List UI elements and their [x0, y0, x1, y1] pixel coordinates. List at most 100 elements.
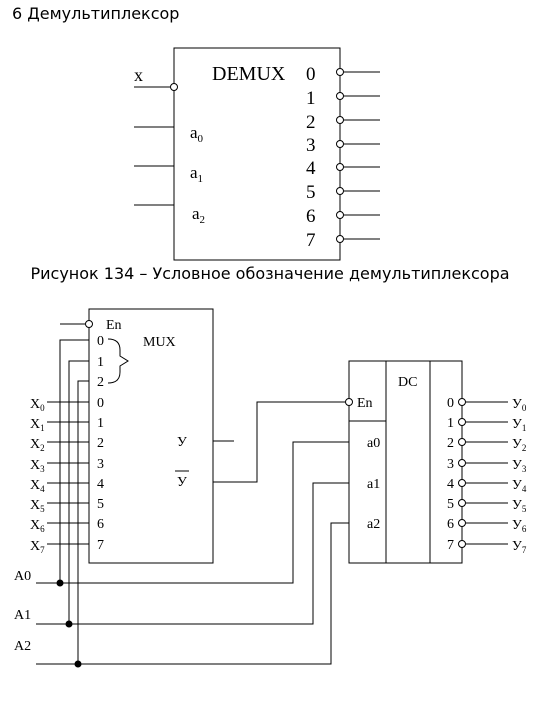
- mux-out-ybar-label: У: [177, 475, 187, 490]
- dc-out-3-label: 3: [447, 457, 454, 472]
- demux-out-3-bubble: [336, 140, 344, 148]
- mux-data-4-label: 4: [97, 477, 104, 492]
- demux-out-0-label: 0: [306, 64, 316, 85]
- mux-addr-1-label: 1: [97, 355, 104, 370]
- input-x5-label: X5: [30, 498, 45, 514]
- input-x2-label: X2: [30, 437, 45, 453]
- dc-title: DC: [398, 375, 417, 390]
- mux-en-bubble: [85, 320, 93, 328]
- addr-a1-label: A1: [14, 608, 31, 623]
- addr-a0-junction: [56, 579, 64, 587]
- dc-out-1-label: 1: [447, 416, 454, 431]
- demux-out-6-bubble: [336, 211, 344, 219]
- figure-caption: Рисунок 134 – Условное обозначение демул…: [30, 264, 510, 283]
- demux-symbol: DEMUX x a0 a1 a2 0 1 2 3 4 5 6 7: [134, 47, 380, 261]
- mux-data-2-label: 2: [97, 436, 104, 451]
- mux-block: [88, 308, 214, 564]
- mux-data-5-label: 5: [97, 497, 104, 512]
- mux-title: MUX: [143, 335, 176, 350]
- demux-out-2-bubble: [336, 116, 344, 124]
- mux-dc-circuit: MUX En 0 1 2 0 1 2 3 4 5 6 7 У У X0 X1 X…: [14, 308, 527, 668]
- addr-a1-wire: [36, 482, 349, 625]
- dc-out-0-label: 0: [447, 396, 454, 411]
- demux-out-1-bubble: [336, 92, 344, 100]
- demux-out-5-bubble: [336, 187, 344, 195]
- demux-out-3-label: 3: [306, 135, 316, 156]
- input-x1-label: X1: [30, 417, 45, 433]
- dc-out-2-label: 2: [447, 436, 454, 451]
- addr-a2-wire: [36, 522, 349, 665]
- mux-data-6-label: 6: [97, 517, 104, 532]
- demux-x-label: x: [134, 65, 143, 85]
- demux-title: DEMUX: [212, 63, 286, 85]
- demux-out-7-label: 7: [306, 230, 316, 251]
- output-y5-label: У5: [512, 498, 527, 514]
- input-x4-label: X4: [30, 478, 45, 494]
- dc-en-label: En: [357, 396, 373, 411]
- dc-out-4-label: 4: [447, 477, 454, 492]
- addr-a2-label: A2: [14, 639, 31, 654]
- demux-out-4-label: 4: [306, 158, 316, 179]
- mux-address-brace: [107, 338, 129, 384]
- input-x6-label: X6: [30, 518, 45, 534]
- dc-out-6-bubble: [458, 519, 466, 527]
- dc-out-1-bubble: [458, 418, 466, 426]
- dc-out-5-bubble: [458, 499, 466, 507]
- input-x3-label: X3: [30, 458, 45, 474]
- dc-a2-label: a2: [367, 517, 380, 532]
- dc-out-4-bubble: [458, 479, 466, 487]
- mux-addr-0-label: 0: [97, 334, 104, 349]
- dc-a0-label: a0: [367, 436, 380, 451]
- output-y2-label: У2: [512, 437, 526, 453]
- dc-a1-label: a1: [367, 477, 380, 492]
- demux-out-4-bubble: [336, 163, 344, 171]
- addr-a1-bus: [68, 360, 89, 624]
- mux-data-input-wires: [47, 401, 89, 545]
- addr-a0-wire: [36, 441, 349, 584]
- dc-out-0-bubble: [458, 398, 466, 406]
- demux-out-7-bubble: [336, 235, 344, 243]
- addr-a1-junction: [65, 620, 73, 628]
- dc-out-2-bubble: [458, 438, 466, 446]
- output-y3-label: У3: [512, 458, 527, 474]
- mux-data-7-label: 7: [97, 538, 104, 553]
- demux-out-5-label: 5: [306, 182, 316, 203]
- dc-block: [348, 360, 463, 564]
- output-y1-label: У1: [512, 417, 526, 433]
- mux-addr-2-label: 2: [97, 375, 104, 390]
- dc-out-5-label: 5: [447, 497, 454, 512]
- demux-output-pins: [336, 68, 380, 243]
- input-x7-label: X7: [30, 539, 45, 555]
- demux-out-1-label: 1: [306, 88, 316, 109]
- mux-data-3-label: 3: [97, 457, 104, 472]
- demux-a0-label: a0: [190, 123, 204, 145]
- addr-a2-junction: [74, 660, 82, 668]
- demux-a2-label: a2: [192, 204, 205, 226]
- output-y6-label: У6: [512, 518, 527, 534]
- section-heading: 6 Демультиплексор: [12, 4, 180, 23]
- demux-out-6-label: 6: [306, 206, 316, 227]
- demux-a1-label: a1: [190, 163, 203, 185]
- dc-out-3-bubble: [458, 459, 466, 467]
- input-x0-label: X0: [30, 397, 45, 413]
- addr-a0-label: A0: [14, 569, 31, 584]
- demux-block: [173, 47, 341, 261]
- output-y4-label: У4: [512, 478, 527, 494]
- output-y0-label: У0: [512, 397, 527, 413]
- demux-out-2-label: 2: [306, 112, 316, 133]
- dc-output-pins: [458, 398, 508, 548]
- mux-data-0-label: 0: [97, 396, 104, 411]
- mux-data-1-label: 1: [97, 416, 104, 431]
- addr-a0-bus: [59, 339, 89, 583]
- addr-a2-bus: [77, 380, 89, 664]
- dc-out-7-bubble: [458, 540, 466, 548]
- mux-out-y-label: У: [177, 435, 187, 450]
- dc-out-7-label: 7: [447, 538, 454, 553]
- dc-en-bubble: [345, 398, 353, 406]
- demux-x-bubble: [170, 83, 178, 91]
- mux-to-dc-en-wire: [213, 401, 345, 483]
- dc-out-6-label: 6: [447, 517, 454, 532]
- output-y7-label: У7: [512, 539, 527, 555]
- mux-en-label: En: [106, 318, 122, 333]
